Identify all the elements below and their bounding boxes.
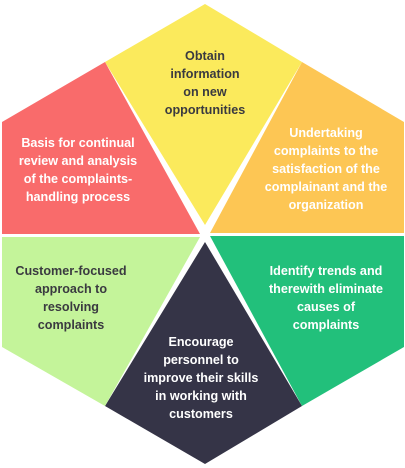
segment-label-upper-right: Undertaking bbox=[289, 126, 362, 140]
segment-label-upper-left: of the complaints- bbox=[24, 172, 132, 186]
segment-label-bottom: personnel to bbox=[163, 353, 239, 367]
segment-label-bottom: in working with bbox=[155, 389, 247, 403]
segment-bottom: Encourage personnel to improve their skill… bbox=[105, 242, 302, 464]
segment-shape-lower-left bbox=[2, 237, 200, 406]
segment-shape-bottom bbox=[105, 242, 302, 464]
segment-upper-right: Undertaking complaints to the satisfaction… bbox=[210, 62, 404, 233]
segment-label-lower-right: Identify trends and bbox=[270, 264, 383, 278]
segment-top: Obtain information on new opportunities bbox=[105, 4, 302, 225]
segment-shape-upper-left bbox=[2, 62, 200, 234]
segment-lower-left: Customer-focused approach to resolving comp… bbox=[2, 237, 200, 406]
segment-label-lower-right: complaints bbox=[293, 318, 359, 332]
segment-label-lower-left: resolving bbox=[43, 300, 99, 314]
segment-shape-top bbox=[105, 4, 302, 225]
segment-label-upper-right: satisfaction of the bbox=[272, 162, 380, 176]
segment-label-bottom: improve their skills bbox=[144, 371, 259, 385]
segment-lower-right: Identify trends and therewith eliminate ca… bbox=[210, 236, 404, 406]
segment-label-upper-right: organization bbox=[289, 198, 364, 212]
segment-label-lower-right: therewith eliminate bbox=[269, 282, 383, 296]
segment-shape-lower-right bbox=[210, 236, 404, 406]
segment-label-lower-right: causes of bbox=[297, 300, 356, 314]
segment-label-bottom: customers bbox=[169, 407, 233, 421]
segment-label-upper-left: review and analysis bbox=[19, 154, 137, 168]
segment-label-bottom: Encourage bbox=[168, 335, 233, 349]
segment-label-upper-right: complaints to the bbox=[274, 144, 378, 158]
segment-label-lower-left: complaints bbox=[38, 318, 104, 332]
segment-label-top: Obtain bbox=[185, 49, 225, 63]
segment-label-lower-left: Customer-focused bbox=[15, 264, 126, 278]
segment-label-upper-left: Basis for continual bbox=[21, 136, 134, 150]
segment-upper-left: Basis for continual review and analysis of… bbox=[2, 62, 200, 234]
segment-shape-upper-right bbox=[210, 62, 404, 233]
segment-label-top: information bbox=[170, 67, 239, 81]
segment-label-top: on new bbox=[183, 85, 227, 99]
segment-label-upper-left: handling process bbox=[26, 190, 130, 204]
segment-label-upper-right: complainant and the bbox=[265, 180, 387, 194]
segment-label-top: opportunities bbox=[165, 103, 245, 117]
segment-label-lower-left: approach to bbox=[35, 282, 107, 296]
